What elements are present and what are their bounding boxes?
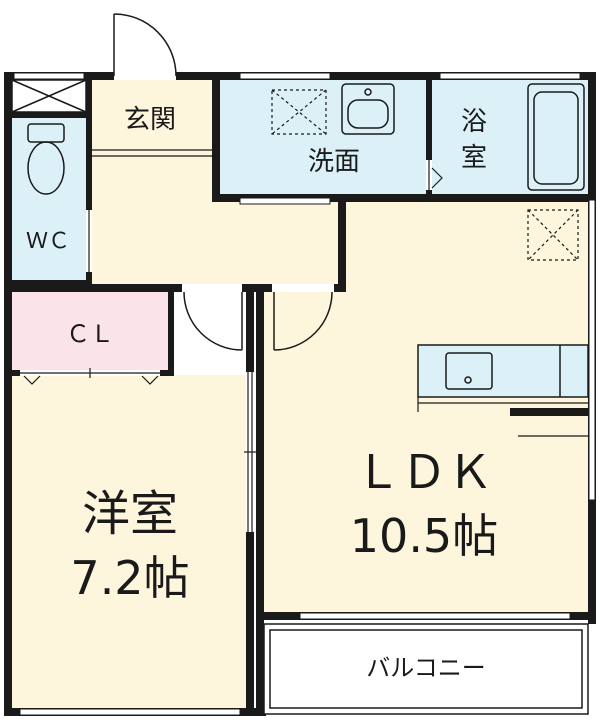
yoshitsu-door <box>182 284 243 351</box>
ldk-name: ＬＤＫ <box>355 445 493 499</box>
ldk-size: 10.5帖 <box>350 509 498 563</box>
yokushitsu-label-1: 浴 <box>461 107 487 137</box>
kitchen-counter <box>417 344 589 398</box>
bathtub-icon <box>527 83 585 191</box>
sink-drain-icon <box>464 376 472 384</box>
genkan-label: 玄関 <box>124 105 176 135</box>
windows <box>13 72 596 716</box>
sliding-door <box>244 372 256 532</box>
ldk-floor <box>264 200 588 612</box>
genkan-floor <box>92 80 212 152</box>
entrance-door <box>113 13 177 80</box>
ldk-door <box>272 284 334 351</box>
cl-floor <box>12 292 168 372</box>
wc-door <box>86 210 92 272</box>
ventilation-icon <box>527 209 579 261</box>
wash-basin-icon <box>341 83 395 135</box>
storage-x-icon <box>11 79 87 113</box>
closet-doors <box>20 368 160 385</box>
senmen-label: 洗面 <box>308 147 360 177</box>
wc-floor <box>12 118 86 280</box>
balcony-outline <box>263 623 589 715</box>
toilet-icon <box>27 123 65 195</box>
balcony-label: バルコニー <box>366 654 486 682</box>
counter-bar <box>510 408 588 416</box>
washing-machine-icon <box>271 89 327 135</box>
senmen-floor <box>220 80 426 194</box>
wc-label: ＷＣ <box>26 229 70 254</box>
bath-door <box>426 160 443 190</box>
yoshitsu-floor <box>12 375 250 708</box>
cl-label: ＣＬ <box>66 320 114 348</box>
yokushitsu-label-2: 室 <box>461 143 487 173</box>
yoshitsu-size: 7.2帖 <box>70 551 189 605</box>
yokushitsu-floor <box>432 80 588 194</box>
sink-icon <box>445 352 493 390</box>
yoshitsu-name: 洋室 <box>82 486 178 542</box>
